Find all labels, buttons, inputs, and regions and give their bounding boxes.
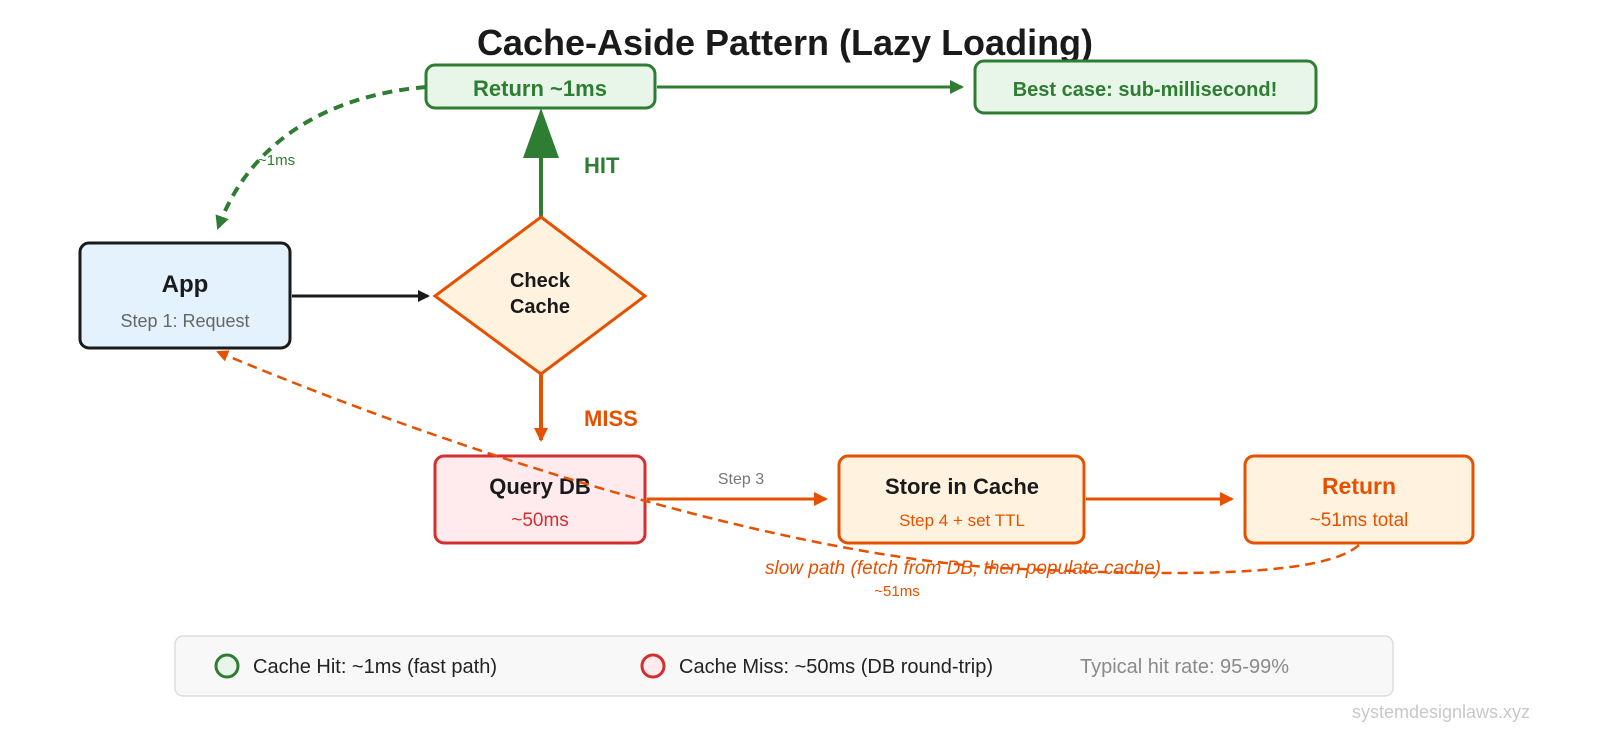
legend-hit-swatch <box>214 653 240 679</box>
node-return-slow: Return ~51ms total <box>1243 454 1475 545</box>
legend-miss-label: Cache Miss: ~50ms (DB round-trip) <box>679 656 993 678</box>
page-title: Cache-Aside Pattern (Lazy Loading) <box>477 22 1093 63</box>
legend-hit-label: Cache Hit: ~1ms (fast path) <box>253 656 497 678</box>
query-db-subtitle: ~50ms <box>511 510 569 531</box>
return-slow-title: Return <box>1322 473 1396 499</box>
store-cache-subtitle: Step 4 + set TTL <box>899 511 1025 530</box>
legend-miss-swatch <box>640 653 666 679</box>
hit-label: HIT <box>584 153 620 178</box>
return-slow-subtitle: ~51ms total <box>1310 510 1409 531</box>
return-fast-title: Return ~1ms <box>473 76 607 101</box>
app-subtitle: Step 1: Request <box>120 311 249 331</box>
node-best-case: Best case: sub-millisecond! <box>973 59 1318 115</box>
app-title: App <box>162 271 209 298</box>
edge-hit-arrowhead <box>523 108 559 158</box>
node-app: App Step 1: Request <box>78 241 292 350</box>
query-db-title: Query DB <box>489 474 590 499</box>
step3-label: Step 3 <box>718 471 764 488</box>
slow-return-label: ~51ms <box>874 583 919 600</box>
check-cache-line2: Cache <box>510 296 570 318</box>
node-check-cache: Check Cache <box>432 215 648 376</box>
slow-path-label: slow path (fetch from DB, then populate … <box>765 558 1161 579</box>
best-case-title: Best case: sub-millisecond! <box>1013 79 1278 101</box>
legend: Cache Hit: ~1ms (fast path) Cache Miss: … <box>174 635 1394 697</box>
fast-return-label: ~1ms <box>258 152 295 169</box>
edge-fast-return <box>215 85 427 230</box>
node-store-cache: Store in Cache Step 4 + set TTL <box>837 454 1086 545</box>
node-return-fast: Return ~1ms <box>424 63 657 110</box>
check-cache-line1: Check <box>510 270 571 292</box>
edge-slow-return <box>216 350 1360 575</box>
node-query-db: Query DB ~50ms <box>433 454 647 545</box>
watermark: systemdesignlaws.xyz <box>1352 702 1530 722</box>
legend-hit-rate-note: Typical hit rate: 95-99% <box>1080 656 1289 678</box>
miss-label: MISS <box>584 406 638 431</box>
store-cache-title: Store in Cache <box>885 474 1039 499</box>
